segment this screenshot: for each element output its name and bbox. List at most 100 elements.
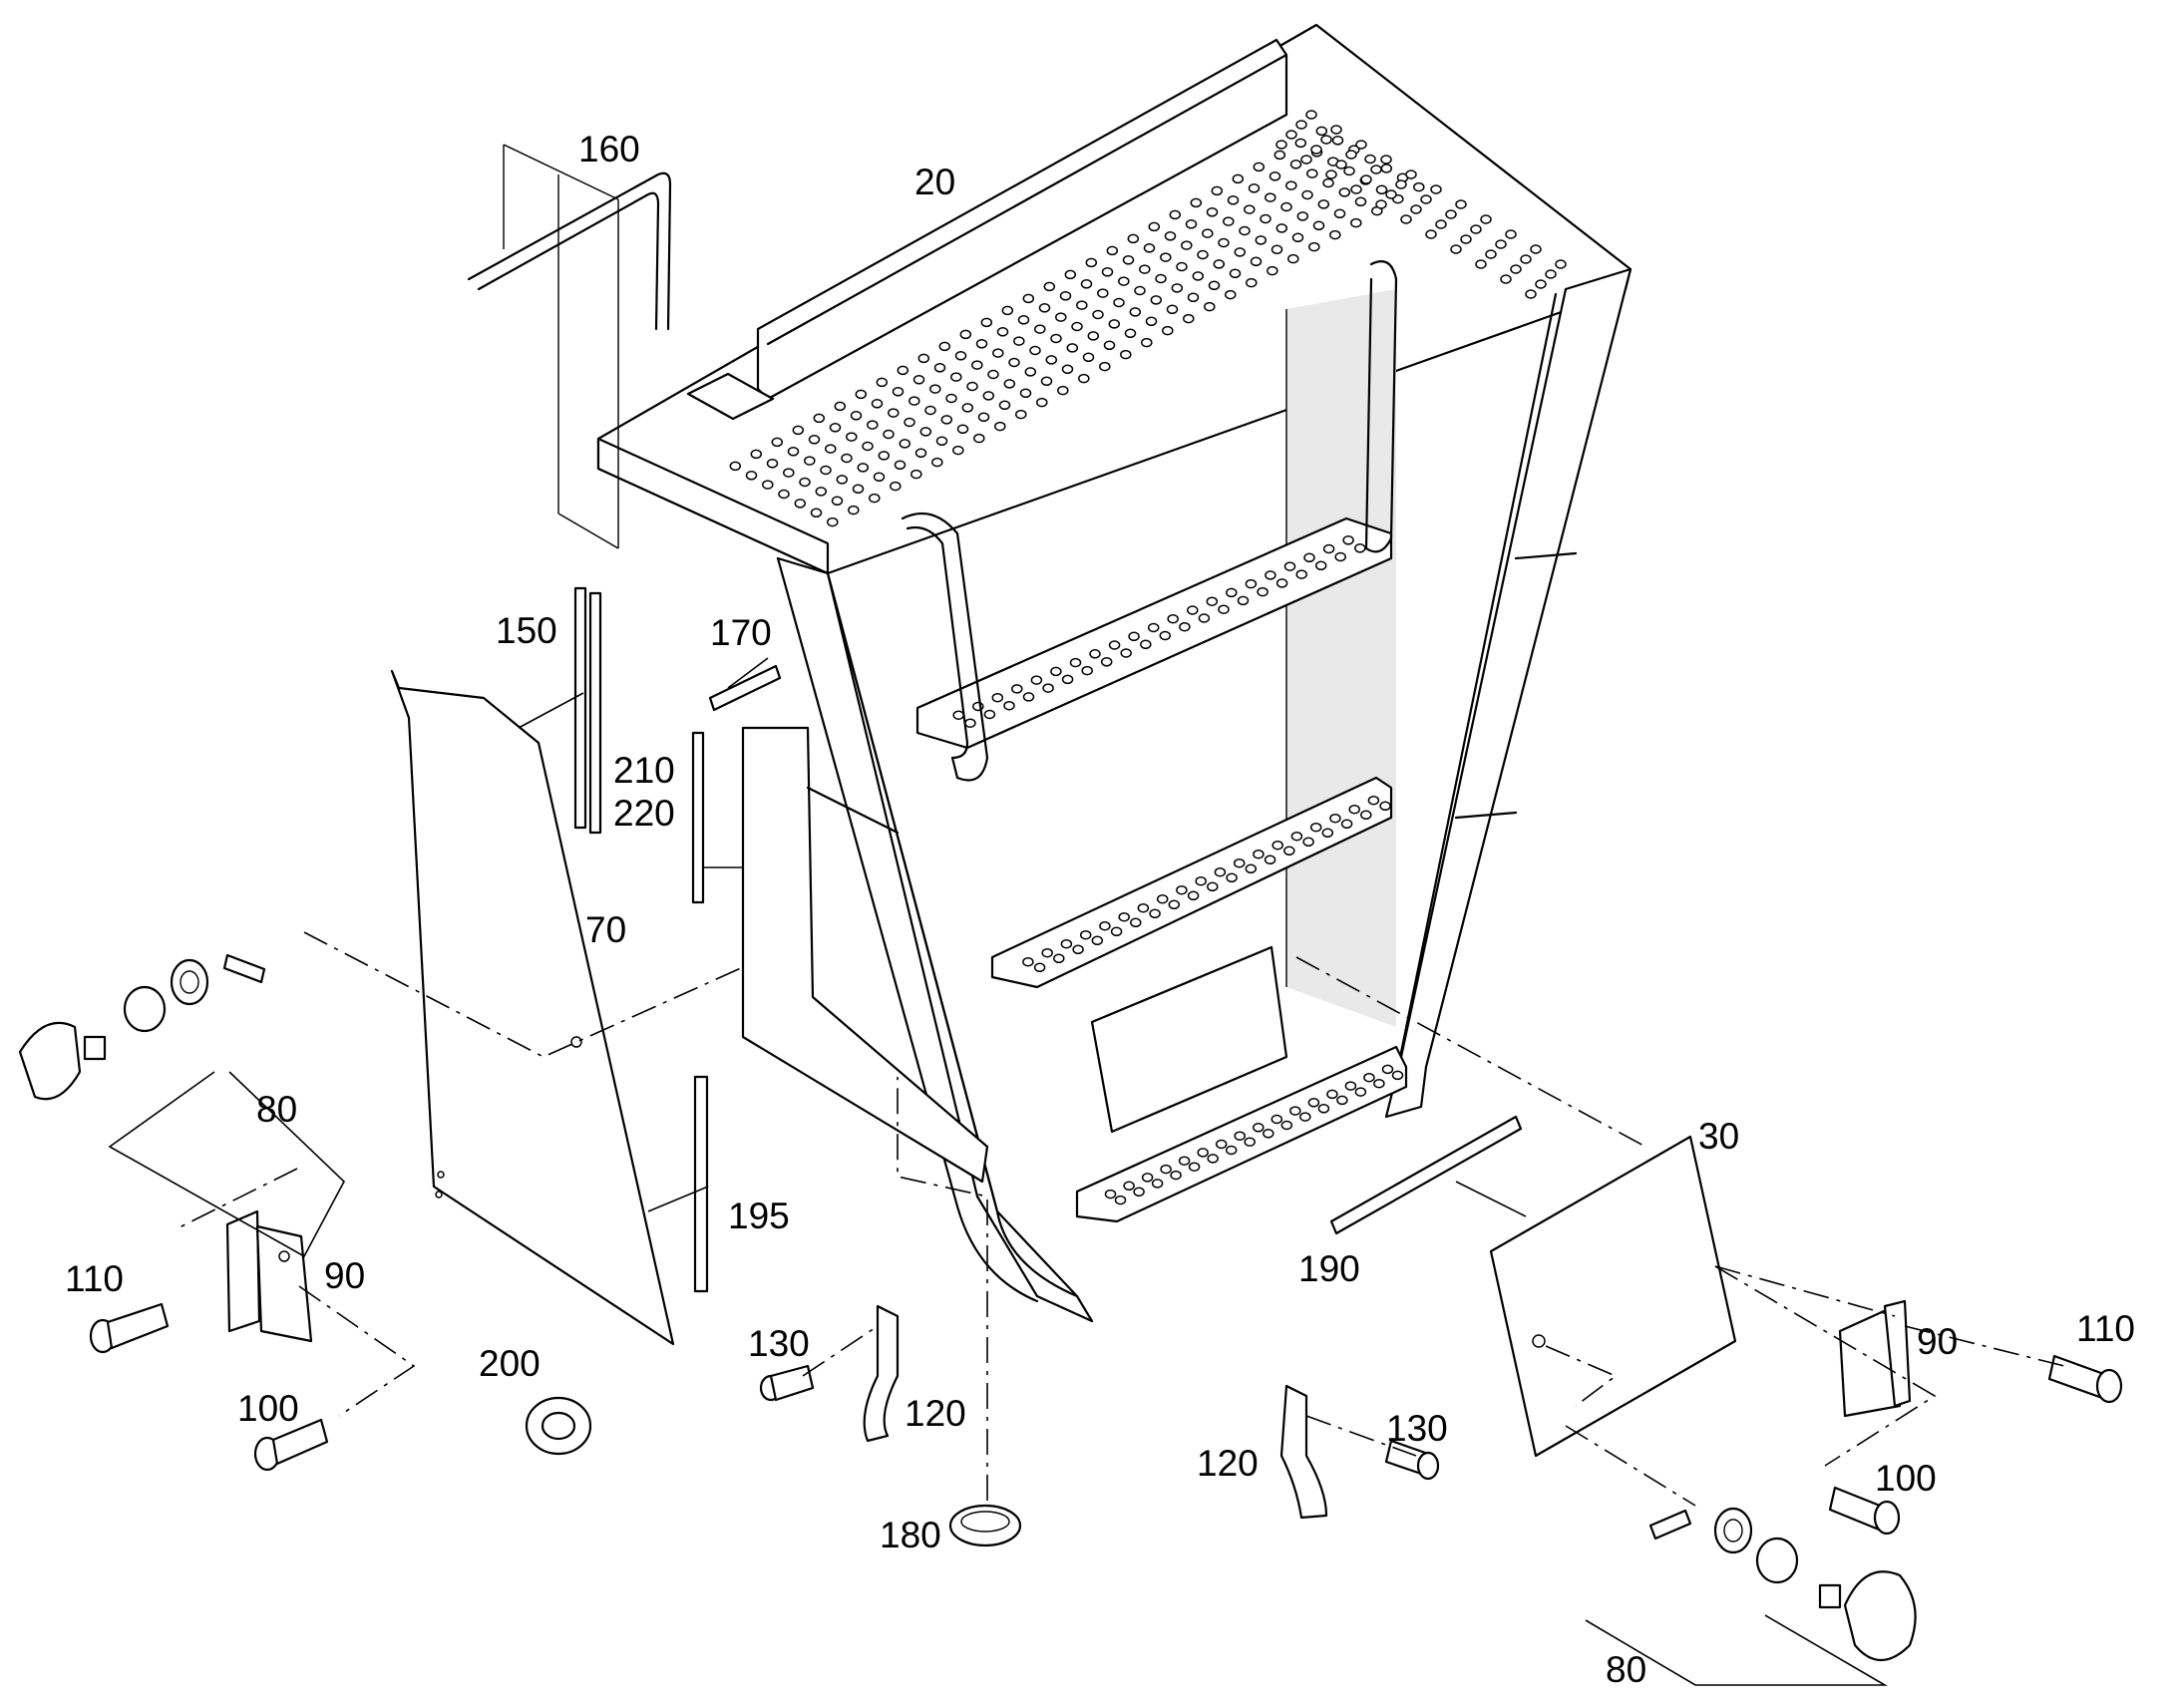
perforation-hole — [996, 327, 1009, 337]
label-160: 160 — [578, 129, 640, 170]
perforation-hole — [1187, 890, 1200, 901]
perforation-hole — [1176, 261, 1188, 272]
perforation-hole — [852, 484, 865, 495]
perforation-hole — [1066, 343, 1079, 353]
screw-110-right — [2047, 1354, 2123, 1404]
perforation-hole — [1505, 229, 1517, 239]
perforation-hole — [1233, 857, 1246, 868]
perforation-hole — [998, 400, 1011, 411]
label-100-right: 100 — [1875, 1458, 1937, 1499]
perforation-hole — [1223, 216, 1235, 226]
perforation-hole — [1188, 1162, 1201, 1172]
label-120-right: 120 — [1197, 1443, 1259, 1484]
perforation-hole — [1171, 283, 1184, 293]
cover-plate-30 — [1489, 1135, 1737, 1458]
label-180: 180 — [880, 1515, 941, 1555]
perforation-hole — [1239, 225, 1251, 236]
perforation-hole — [983, 709, 996, 720]
perforation-hole — [954, 351, 967, 361]
perforation-hole — [1405, 170, 1417, 179]
screw-100-left — [253, 1418, 329, 1472]
perforation-hole — [1226, 872, 1238, 883]
perforation-hole — [1295, 120, 1307, 130]
seal-160 — [467, 144, 672, 549]
perforation-hole — [1059, 291, 1072, 301]
perforation-hole — [1110, 926, 1123, 937]
perforation-hole — [762, 480, 774, 490]
step-ladder-assembly — [596, 23, 1633, 1323]
lock-80-left — [18, 953, 266, 1101]
perforation-hole — [1275, 223, 1288, 233]
clip-120-right — [1279, 1384, 1328, 1520]
perforation-hole — [1030, 675, 1043, 685]
perforation-hole — [1178, 1156, 1191, 1166]
perforation-hole — [1250, 256, 1263, 267]
perforation-hole — [1273, 150, 1286, 161]
perforation-hole — [1257, 586, 1269, 597]
label-120-left: 120 — [905, 1393, 966, 1434]
perforation-hole — [1294, 138, 1307, 149]
grommet-180 — [948, 1504, 1022, 1547]
perforation-hole — [1170, 1170, 1182, 1181]
perforation-hole — [778, 489, 790, 500]
perforation-hole — [1260, 213, 1272, 224]
perforation-hole — [1310, 145, 1322, 155]
right-handrail — [1364, 260, 1398, 553]
perforation-hole — [1124, 328, 1137, 339]
perforation-hole — [1120, 349, 1132, 360]
perforation-hole — [1072, 944, 1084, 955]
perforation-hole — [1080, 279, 1093, 289]
perforation-hole — [867, 420, 879, 430]
perforation-hole — [994, 421, 1006, 432]
perforation-hole — [1162, 325, 1174, 336]
perforation-hole — [1045, 355, 1058, 365]
perforation-hole — [973, 433, 985, 444]
perforation-hole — [1375, 199, 1387, 209]
perforation-hole — [1460, 234, 1472, 244]
perforation-hole — [938, 341, 951, 352]
perforation-hole — [1206, 596, 1219, 606]
perforation-hole — [1139, 264, 1151, 274]
perforation-hole — [890, 481, 902, 492]
strip-195 — [693, 1075, 709, 1293]
perforation-hole — [804, 456, 816, 466]
perforation-hole — [1097, 288, 1109, 298]
perforation-hole — [1033, 962, 1046, 973]
perforation-hole — [1315, 126, 1328, 137]
perforation-hole — [1302, 837, 1314, 848]
perforation-hole — [952, 710, 964, 720]
perforation-hole — [829, 423, 842, 433]
perforation-hole — [1147, 622, 1160, 633]
perforation-hole — [1137, 902, 1150, 913]
perforation-hole — [1148, 221, 1161, 232]
perforation-hole — [1420, 194, 1432, 204]
perforation-hole — [1480, 214, 1492, 224]
label-110-right: 110 — [2076, 1308, 2135, 1349]
perforation-hole — [1373, 1078, 1385, 1089]
perforation-hole — [1379, 801, 1391, 812]
perforation-hole — [1101, 267, 1114, 277]
perforation-hole — [1275, 140, 1287, 150]
perforation-hole — [1156, 893, 1169, 904]
perforation-hole — [1264, 854, 1276, 865]
part-labels: 20 160 150 170 210 220 70 80 110 90 100 … — [65, 129, 2135, 1690]
perforation-hole — [1015, 409, 1027, 420]
perforation-hole — [1344, 1081, 1357, 1091]
perforation-hole — [1040, 376, 1053, 387]
perforation-hole — [982, 391, 995, 401]
perforation-hole — [1091, 935, 1104, 946]
perforation-hole — [1340, 819, 1353, 830]
label-110-left: 110 — [65, 1258, 124, 1299]
perforation-hole — [1034, 324, 1046, 334]
perforation-hole — [1338, 187, 1351, 197]
perforation-hole — [1354, 543, 1366, 553]
perforation-hole — [750, 449, 763, 460]
assembly-lines — [177, 931, 2065, 1507]
rear-access-window — [1090, 945, 1288, 1134]
perforation-hole — [961, 403, 974, 413]
perforation-hole — [1108, 319, 1121, 329]
perforation-hole — [869, 493, 881, 504]
perforation-hole — [1350, 184, 1362, 194]
perforation-hole — [815, 487, 828, 497]
perforation-hole — [1370, 165, 1382, 174]
